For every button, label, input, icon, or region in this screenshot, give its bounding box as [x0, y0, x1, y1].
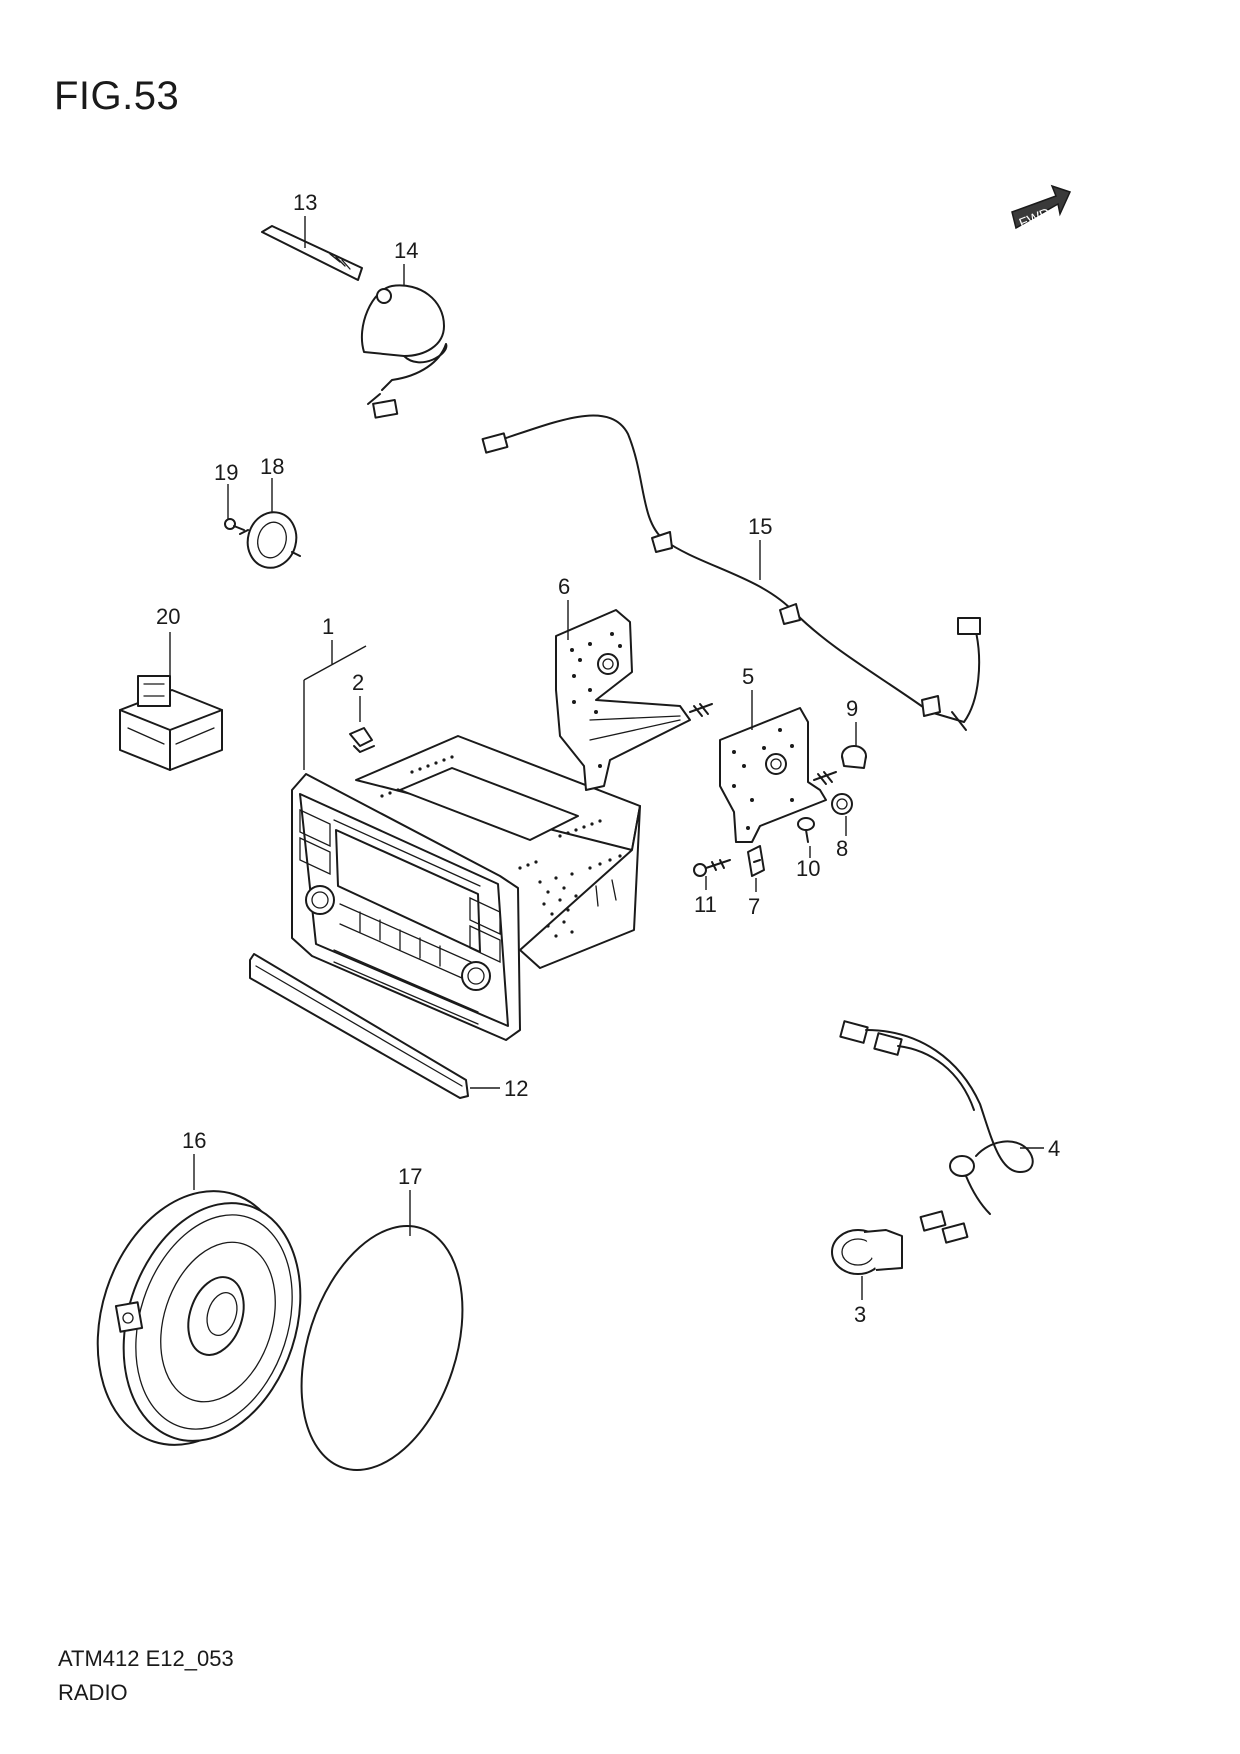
callout-3: 3: [854, 1302, 866, 1327]
callout-5: 5: [742, 664, 754, 689]
callout-14: 14: [394, 238, 418, 263]
screw-11: [693, 859, 731, 877]
callout-12: 12: [504, 1076, 528, 1101]
clip-7: [747, 845, 765, 877]
callout-2: 2: [352, 670, 364, 695]
callout-13: 13: [293, 190, 317, 215]
diagram-name: RADIO: [58, 1680, 128, 1705]
callout-1: 1: [322, 614, 334, 639]
fwd-arrow-icon: FWD: [1011, 184, 1072, 231]
callout-19: 19: [214, 460, 238, 485]
callout-16: 16: [182, 1128, 206, 1153]
socket-3: [831, 1229, 903, 1275]
callout-8: 8: [836, 836, 848, 861]
callout-11: 11: [694, 892, 717, 917]
callout-17: 17: [398, 1164, 422, 1189]
figure-title: FIG.53: [54, 74, 180, 118]
callout-20: 20: [156, 604, 180, 629]
nut-8: [831, 793, 853, 815]
bracket-5: [719, 707, 837, 843]
antenna-base: [360, 284, 448, 419]
radio-unit: [291, 735, 641, 1041]
clip-2: [349, 727, 375, 753]
grommet-9: [841, 745, 867, 769]
screw-19: [224, 518, 245, 531]
trim-strip-12: [249, 953, 469, 1099]
harness-15: [481, 414, 981, 731]
callout-9: 9: [846, 696, 858, 721]
speaker-16: [96, 1190, 302, 1446]
callout-4: 4: [1048, 1136, 1060, 1161]
callout-15: 15: [748, 514, 772, 539]
antenna-rod: [261, 225, 363, 281]
holder-18: [239, 511, 301, 569]
harness-4: [839, 1020, 1034, 1244]
callout-7: 7: [748, 894, 760, 919]
module-20: [119, 675, 223, 771]
callout-6: 6: [558, 574, 570, 599]
speaker-cover-17: [300, 1225, 464, 1471]
callout-10: 10: [796, 856, 820, 881]
bracket-6: [555, 609, 713, 791]
callout-18: 18: [260, 454, 284, 479]
diagram-code: ATM412 E12_053: [58, 1646, 234, 1671]
clip-10: [797, 817, 815, 843]
